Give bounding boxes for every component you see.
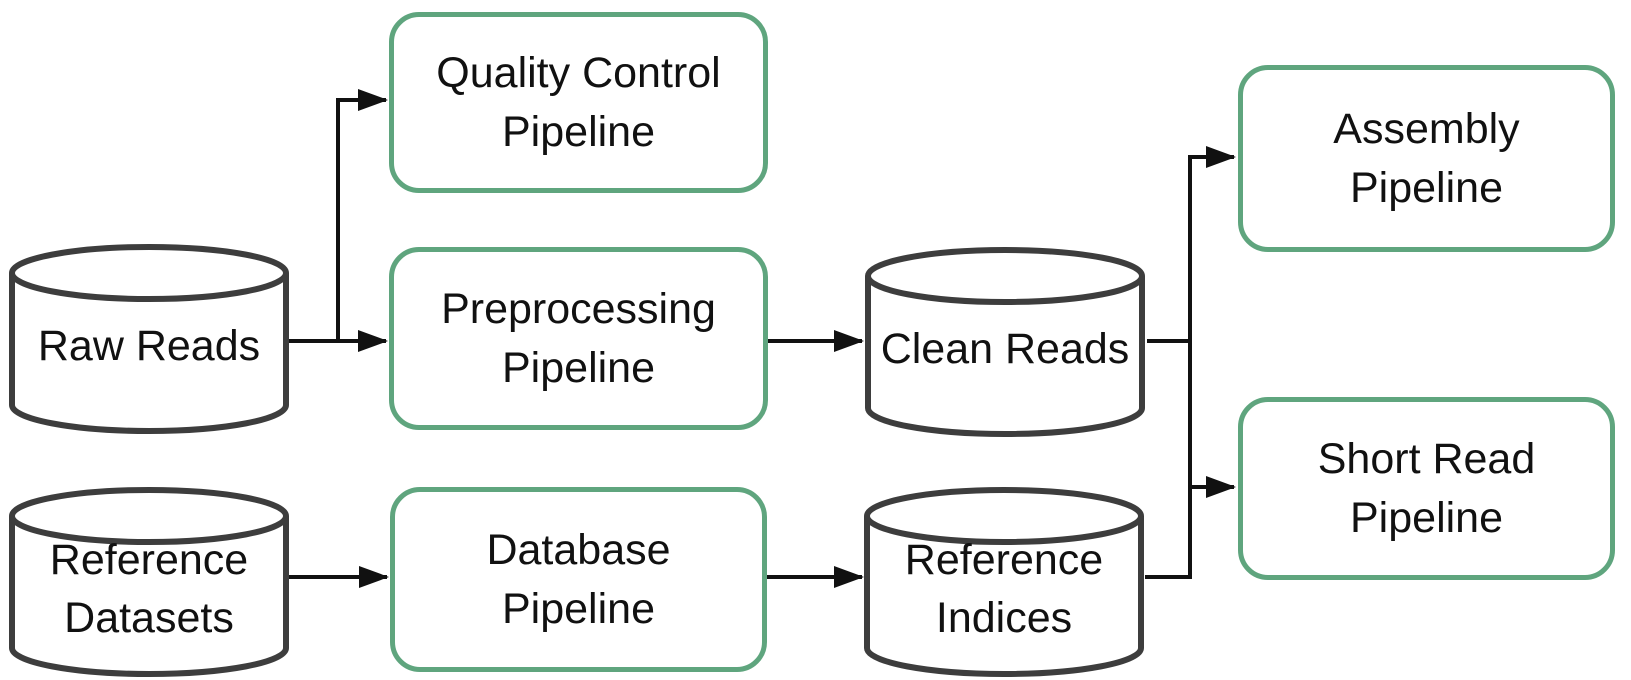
node-quality-control-pipeline: Quality Control Pipeline: [389, 12, 768, 193]
cylinder-shape: [865, 247, 1145, 437]
node-label-assembly: Assembly Pipeline: [1333, 105, 1520, 212]
node-reference-datasets: Reference Datasets: [8, 486, 290, 678]
node-assembly-pipeline: Assembly Pipeline: [1238, 65, 1615, 252]
node-clean-reads: Clean Reads: [864, 246, 1146, 438]
edge-raw-reads-to-quality-control: [336, 89, 388, 341]
node-preprocessing-pipeline: Preprocessing Pipeline: [389, 247, 768, 430]
cylinder-shape: [864, 487, 1144, 677]
node-raw-reads: Raw Reads: [8, 243, 290, 435]
node-reference-indices: Reference Indices: [863, 486, 1145, 678]
node-label-raw-reads: Raw Reads: [37, 321, 261, 370]
node-label-preprocessing: Preprocessing Pipeline: [441, 285, 716, 392]
cylinder-shape: [9, 244, 289, 434]
edge-reference-indices-junction: [1145, 341, 1192, 579]
cylinder-shape: [9, 487, 289, 677]
node-database-pipeline: Database Pipeline: [390, 487, 767, 672]
node-label-quality-control: Quality Control Pipeline: [436, 49, 721, 156]
node-label-reference-indices: Reference Indices: [904, 535, 1104, 642]
node-label-clean-reads: Clean Reads: [880, 324, 1130, 373]
node-short-read-pipeline: Short Read Pipeline: [1238, 397, 1615, 580]
node-label-reference-datasets: Reference Datasets: [49, 535, 249, 642]
node-label-database: Database Pipeline: [486, 526, 671, 633]
edge-clean-reads-to-assembly: [1147, 146, 1236, 343]
node-label-short-read: Short Read Pipeline: [1317, 435, 1536, 542]
